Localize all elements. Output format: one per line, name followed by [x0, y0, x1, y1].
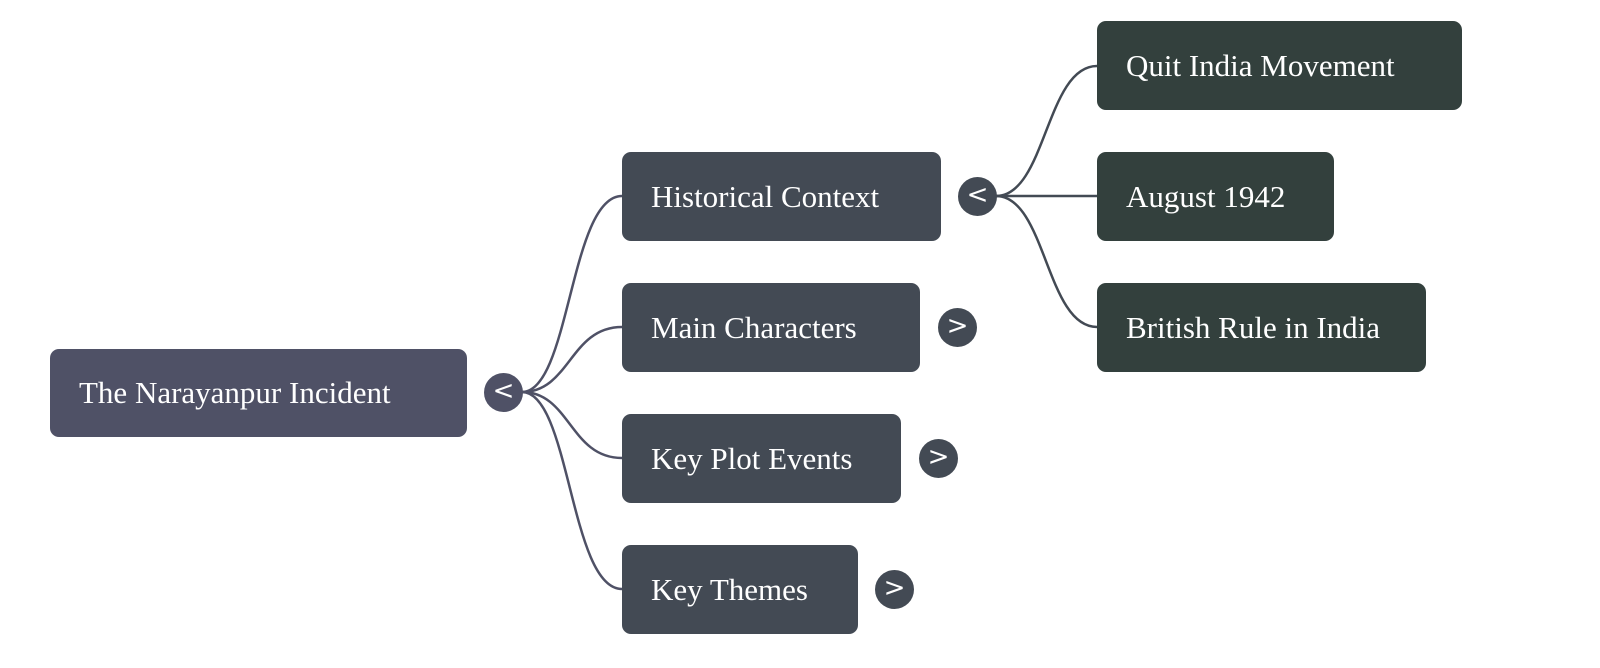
root-node[interactable]: The Narayanpur Incident — [50, 349, 467, 437]
expand-key-plot-events-button[interactable]: > — [919, 439, 958, 478]
collapse-root-button[interactable]: < — [484, 373, 523, 412]
node-label: Key Themes — [651, 571, 808, 607]
node-label: British Rule in India — [1126, 309, 1381, 345]
edge-root-main-characters — [521, 325, 623, 394]
expand-key-themes-button[interactable]: > — [875, 570, 914, 609]
node-label: Quit India Movement — [1126, 47, 1395, 83]
edge-root-historical-context — [521, 194, 623, 394]
collapse-historical-context-button[interactable]: < — [958, 177, 997, 216]
expand-main-characters-button[interactable]: > — [938, 308, 977, 347]
node-key-themes[interactable]: Key Themes — [622, 545, 858, 634]
node-british-rule-in-india[interactable]: British Rule in India — [1097, 283, 1426, 372]
node-quit-india-movement[interactable]: Quit India Movement — [1097, 21, 1462, 110]
chevron-right-icon: > — [927, 442, 950, 472]
chevron-left-icon: < — [966, 180, 989, 210]
root-node-label: The Narayanpur Incident — [79, 375, 391, 410]
edge-hc-quit-india — [995, 64, 1098, 198]
edge-root-key-plot-events — [521, 390, 623, 460]
node-label: Key Plot Events — [651, 440, 853, 476]
chevron-right-icon: > — [883, 573, 906, 603]
chevron-right-icon: > — [946, 311, 969, 341]
chevron-left-icon: < — [492, 376, 515, 406]
node-label: Main Characters — [651, 309, 857, 345]
edge-hc-british-rule — [995, 194, 1098, 329]
node-key-plot-events[interactable]: Key Plot Events — [622, 414, 901, 503]
node-main-characters[interactable]: Main Characters — [622, 283, 920, 372]
node-label: Historical Context — [651, 178, 880, 214]
node-august-1942[interactable]: August 1942 — [1097, 152, 1334, 241]
edge-root-key-themes — [521, 390, 623, 591]
node-historical-context[interactable]: Historical Context — [622, 152, 941, 241]
node-label: August 1942 — [1126, 178, 1286, 214]
